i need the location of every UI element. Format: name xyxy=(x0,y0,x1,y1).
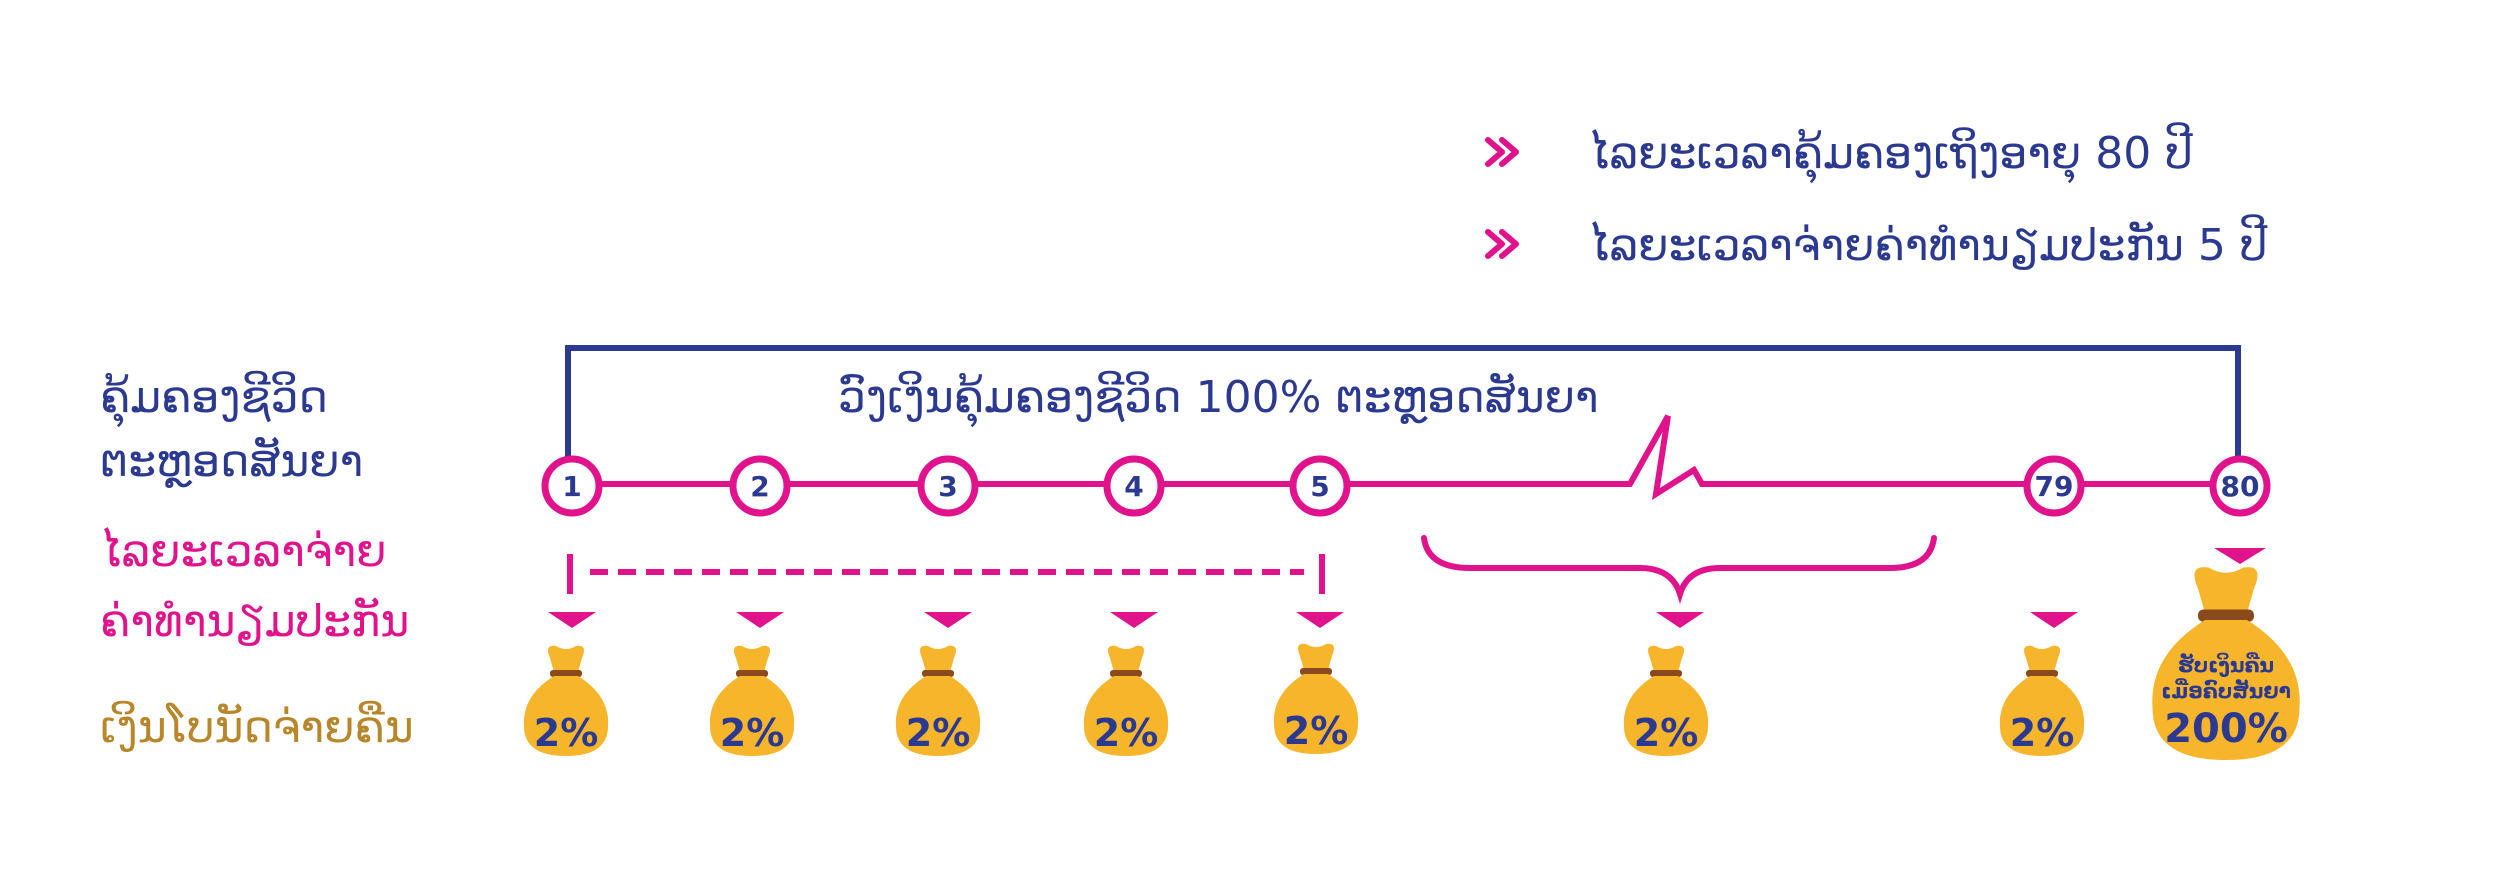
final-bag-note-line1: ຮັບເງິນຄືນ xyxy=(2178,653,2274,677)
year-node: 1 xyxy=(541,455,603,517)
pointer-triangle xyxy=(2030,612,2078,628)
year-node: 3 xyxy=(917,455,979,517)
money-bags: 2% 2% 2% 2% 2% 2% 2% ຮັບເງິນຄືນ xyxy=(523,567,2300,760)
legend: ໄລຍະເວລາຄຸ້ມຄອງເຖິງອາຍຸ 80 ປີ ໄລຍະເວລາຈ່… xyxy=(1485,122,2267,271)
money-bag-icon: 2% xyxy=(1083,645,1169,756)
double-chevron-right-icon xyxy=(1485,229,1519,259)
bag-value: 2% xyxy=(720,711,785,755)
coverage-text: ວົງເງິນຄຸ້ມຄອງຊີວິດ 100% ຕະຫຼອດສັນຍາ xyxy=(838,370,1599,428)
bag-value: 2% xyxy=(2010,711,2075,755)
money-bag-icon: 2% xyxy=(523,645,609,756)
year-label: 2 xyxy=(750,470,769,503)
bag-value: 2% xyxy=(1284,709,1349,753)
payment-period-bracket xyxy=(567,554,1325,594)
year-node: 79 xyxy=(2023,455,2085,517)
curly-brace xyxy=(1421,535,1937,605)
year-label: 4 xyxy=(1124,470,1143,503)
payment-label-line2: ຄ່າທຳນຽມປະກັນ xyxy=(100,595,409,647)
money-bag-icon: 2% xyxy=(895,645,981,756)
pointer-triangles xyxy=(548,548,2266,628)
year-label: 5 xyxy=(1310,470,1329,503)
coverage-label-line1: ຄຸ້ມຄອງຊີວິດ xyxy=(100,371,328,428)
money-bag-icon: 2% xyxy=(1999,645,2085,756)
timeline-line xyxy=(568,414,2238,501)
legend-label-coverage: ໄລຍະເວລາຄຸ້ມຄອງເຖິງອາຍຸ 80 ປີ xyxy=(1588,122,2193,184)
legend-item-coverage: ໄລຍະເວລາຄຸ້ມຄອງເຖິງອາຍຸ 80 ປີ xyxy=(1485,122,2193,184)
coverage-label-line2: ຕະຫຼອດສັນຍາ xyxy=(100,434,363,488)
bag-value: 2% xyxy=(1634,711,1699,755)
legend-item-payment: ໄລຍະເວລາຈ່າຍຄ່າທຳນຽມປະກັນ 5 ປີ xyxy=(1485,214,2267,271)
pointer-triangle xyxy=(736,612,784,628)
money-bag-icon: 2% xyxy=(1623,645,1709,756)
refund-label: ເງິນໂບນັດຈ່າຍຄືນ xyxy=(100,701,414,753)
double-chevron-right-icon xyxy=(1485,137,1519,167)
bag-value: 2% xyxy=(906,711,971,755)
year-node: 5 xyxy=(1289,455,1351,517)
pointer-triangle xyxy=(548,612,596,628)
bag-value: 2% xyxy=(1094,711,1159,755)
year-node: 80 xyxy=(2209,455,2271,517)
year-label: 80 xyxy=(2221,470,2260,503)
pointer-triangle xyxy=(1110,612,1158,628)
pointer-triangle xyxy=(1296,612,1344,628)
row-labels: ຄຸ້ມຄອງຊີວິດ ຕະຫຼອດສັນຍາ ໄລຍະເວລາຈ່າຍ ຄ່… xyxy=(100,371,414,753)
year-node: 2 xyxy=(729,455,791,517)
final-bag-note-line2: ເມື່ອຄົບສັນຍາ xyxy=(2161,679,2291,703)
final-bag-value: 200% xyxy=(2164,706,2288,752)
pointer-triangle xyxy=(924,612,972,628)
year-label: 3 xyxy=(938,470,957,503)
pointer-triangle xyxy=(1656,612,1704,628)
money-bag-icon: 2% xyxy=(709,645,795,756)
year-nodes: 1 2 3 4 5 79 80 xyxy=(541,455,2271,517)
payment-label-line1: ໄລຍະເວລາຈ່າຍ xyxy=(100,525,386,577)
year-label: 1 xyxy=(562,470,581,503)
year-node: 4 xyxy=(1103,455,1165,517)
pointer-triangle xyxy=(2214,548,2266,564)
money-bag-icon: 2% xyxy=(1273,643,1359,754)
legend-label-payment: ໄລຍະເວລາຈ່າຍຄ່າທຳນຽມປະກັນ 5 ປີ xyxy=(1588,214,2267,271)
year-label: 79 xyxy=(2035,470,2074,503)
coverage-bracket: ວົງເງິນຄຸ້ມຄອງຊີວິດ 100% ຕະຫຼອດສັນຍາ xyxy=(565,345,2241,484)
bag-value: 2% xyxy=(534,711,599,755)
